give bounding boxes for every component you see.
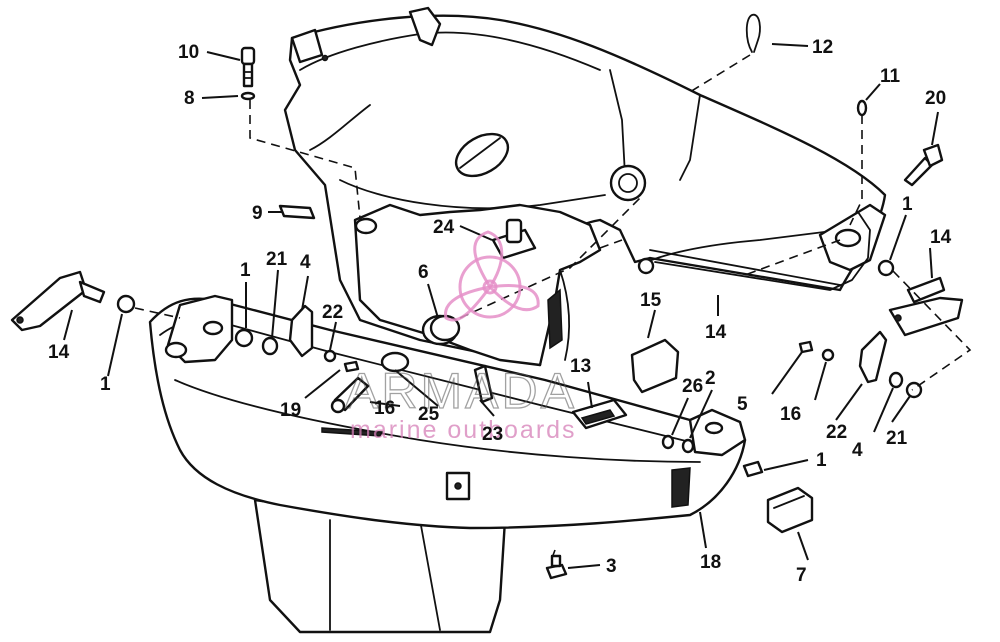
callout-10: 10: [178, 42, 199, 63]
cable-part-15: [654, 211, 871, 291]
callout-2: 26: [682, 376, 703, 397]
callout-16-right: 5: [737, 394, 748, 415]
leader-lines: [63, 43, 939, 569]
callout-6: 6: [418, 262, 429, 283]
washer-part-5: [681, 438, 695, 454]
stud-part-25: [330, 376, 370, 414]
callout-1-left: 1: [100, 374, 111, 395]
hook-part-4-left: [288, 304, 314, 358]
callout-17: 7: [796, 565, 807, 586]
callout-8: 8: [184, 88, 195, 109]
bumper-part-26: [571, 398, 628, 430]
washer-part-22-right: [821, 348, 835, 362]
armada-logo: [444, 230, 540, 322]
callout-25: 16: [374, 398, 395, 419]
screw-part-16-right: [798, 340, 814, 354]
washer-part-2: [661, 434, 675, 450]
bolt-part-20: [903, 143, 944, 187]
alignment-lines: [134, 54, 972, 559]
callout-1-center: 1: [240, 260, 251, 281]
hairpin-clip-part-12: [745, 13, 761, 53]
washer-part-21-right: [888, 371, 904, 389]
callout-20: 20: [925, 88, 946, 109]
bracket-pad-part-19: [630, 338, 680, 394]
upper-cowl: [283, 6, 887, 367]
callout-24: 24: [433, 217, 455, 238]
lower-cowl: [148, 294, 747, 634]
plunger-part-10: [240, 46, 256, 88]
hook-part-4-right: [858, 330, 888, 384]
callout-12: 12: [812, 37, 833, 58]
callout-7: 18: [700, 552, 721, 573]
cap-part-17: [766, 486, 814, 534]
screw-part-3: [742, 460, 764, 478]
callout-21-left: 21: [266, 249, 288, 270]
callout-4-right: 22: [826, 422, 847, 443]
callout-11: 11: [880, 66, 901, 87]
fastener-part-18: [545, 554, 568, 580]
callout-19: 15: [640, 290, 662, 311]
callout-15: 14: [705, 322, 727, 343]
lever-left-part-14: [10, 270, 106, 332]
callout-13: 23: [482, 424, 503, 445]
callout-1-lower-right: 21: [886, 428, 908, 449]
callout-23: 25: [418, 404, 440, 425]
callout-16-left: 19: [280, 400, 301, 421]
latch-part-24: [491, 218, 537, 260]
callout-5: 2: [705, 368, 716, 389]
callout-18: 3: [606, 556, 617, 577]
nut-part-1-center: [234, 328, 254, 348]
callout-4-left: 4: [300, 252, 311, 273]
nut-part-1-lower-right: [905, 381, 923, 399]
callout-22-right: 16: [780, 404, 801, 425]
watermark-subtitle: marine outboards: [350, 416, 577, 444]
nut-part-1-left: [116, 294, 136, 314]
watermark-title: ARMADA: [345, 363, 577, 419]
washer-part-22-left: [323, 349, 337, 363]
lever-right-part-14: [888, 276, 964, 337]
callout-21-right: 4: [852, 440, 863, 461]
callout-labels: 10 8 12 11 20 9 24 1 14 1 21 4 6 14 1 14…: [48, 37, 952, 586]
callout-1-upper-right: 1: [902, 194, 913, 215]
washer-part-21-left: [261, 336, 279, 356]
pin-part-13: [473, 364, 494, 404]
callout-3: 1: [816, 450, 827, 471]
callout-22-left: 22: [322, 302, 343, 323]
o-ring-part-8: [240, 91, 256, 101]
callout-9: 9: [252, 203, 263, 224]
washer-part-11: [856, 99, 868, 117]
screw-part-16-left: [343, 360, 360, 373]
pad-part-9: [278, 204, 316, 220]
nut-part-1-upper-right: [877, 259, 895, 277]
callout-14-left: 14: [48, 342, 70, 363]
callout-14-right: 14: [930, 227, 952, 248]
callout-26: 13: [570, 356, 591, 377]
